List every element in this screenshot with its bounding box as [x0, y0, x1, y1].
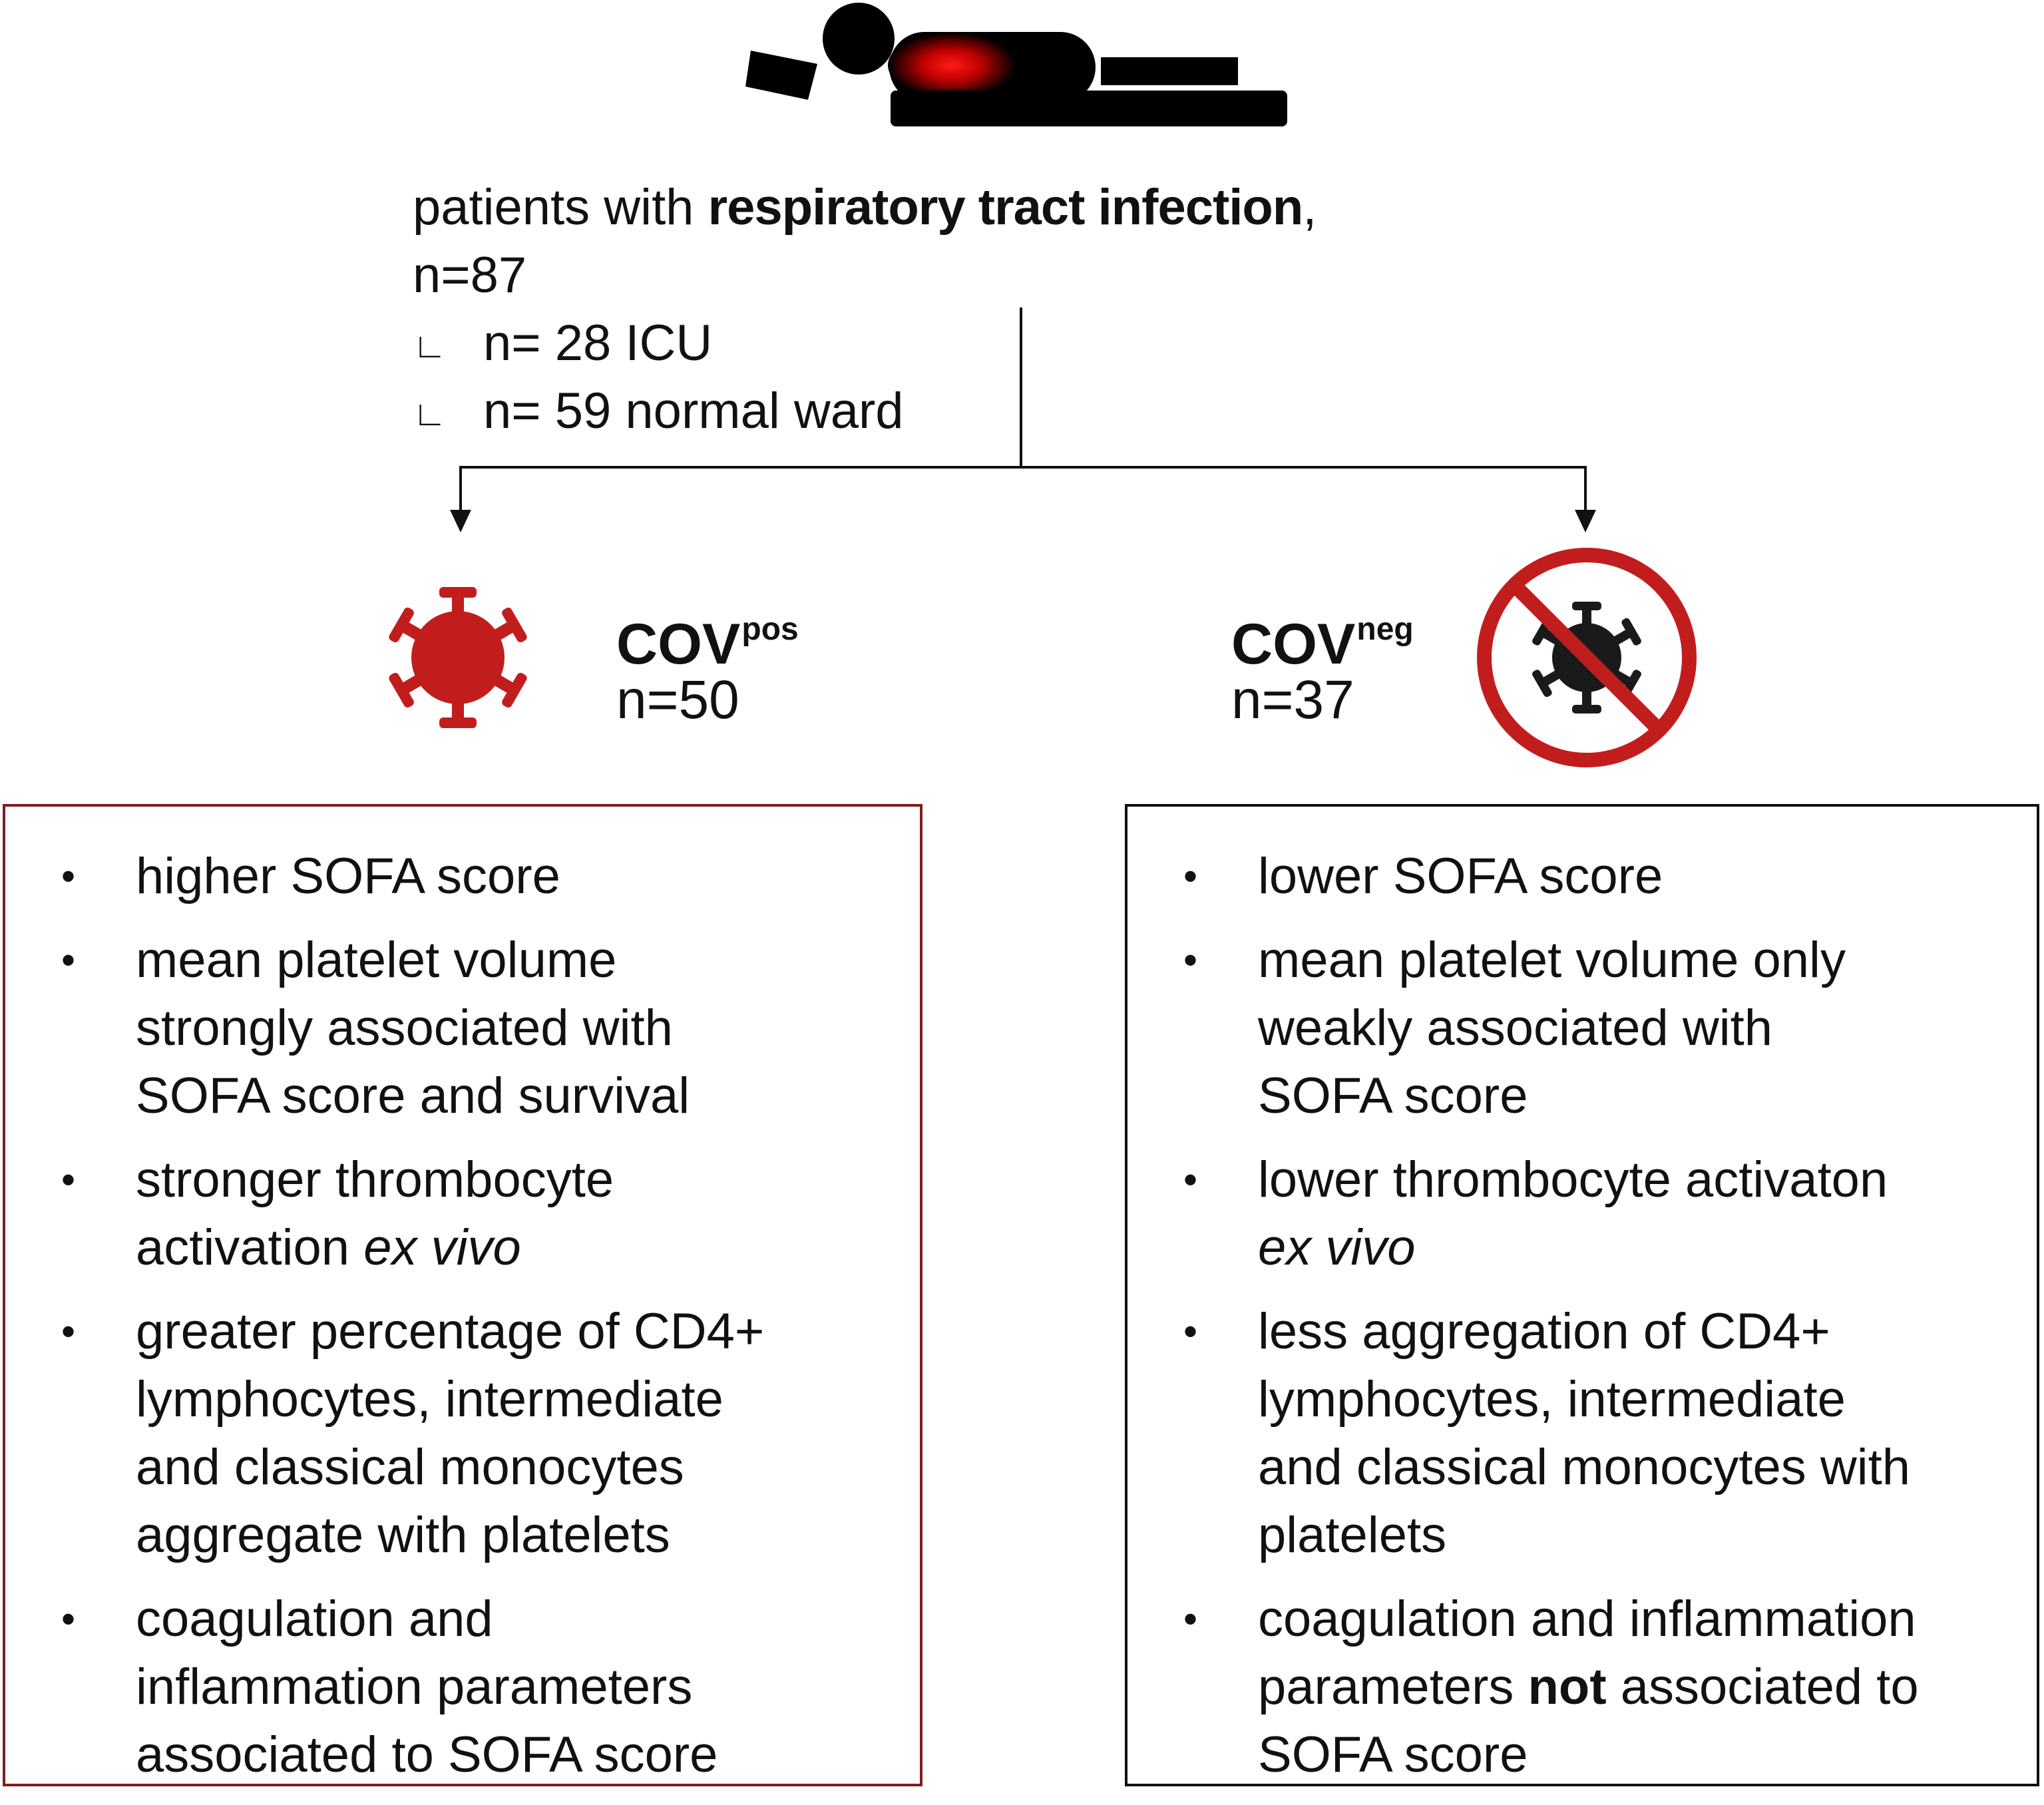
covneg-findings-box: • lower SOFA score • mean platelet volume o… [1125, 804, 2039, 1786]
bullet-dot: • [1183, 1597, 1198, 1641]
bullet-dot: • [61, 854, 76, 899]
title-suffix: , [1303, 179, 1317, 236]
finding-text-line: coagulation and inflammation [1258, 1591, 1916, 1647]
covpos-count: n=50 [616, 670, 739, 730]
covpos-label: COVpos [616, 596, 799, 678]
covpos-findings-box: • higher SOFA score • mean platelet volume s… [3, 804, 922, 1786]
finding-text-line: aggregate with platelets [136, 1507, 670, 1563]
covneg-findings-list: • lower SOFA score • mean platelet volume o… [1127, 843, 2037, 1805]
covneg-finding-item: • less aggregation of CD4+ lymphocytes, in… [1127, 1298, 2037, 1569]
covpos-findings-list: • higher SOFA score • mean platelet volume s… [5, 843, 920, 1805]
covneg-label: COVneg [1231, 596, 1414, 678]
finding-text-line: weakly associated with [1258, 1000, 1773, 1056]
patient-in-bed-icon [745, 3, 1287, 126]
finding-text-line: higher SOFA score [136, 848, 560, 904]
covpos-label-base: COV [616, 612, 741, 676]
finding-text-line: mean platelet volume only [1258, 932, 1846, 988]
bullet-dot: • [1183, 938, 1198, 982]
covneg-finding-item: • coagulation and inflammation parameters … [1127, 1585, 2037, 1789]
icu-count: n= 28 ICU [483, 315, 713, 371]
finding-text-line: and classical monocytes [136, 1439, 684, 1496]
finding-text-line: stronger thrombocyte [136, 1151, 614, 1208]
ward-count-row: ∟ n= 59 normal ward [413, 378, 904, 447]
bullet-dot: • [61, 1597, 76, 1641]
finding-text-line: SOFA score [1258, 1068, 1528, 1124]
covpos-finding-item: • higher SOFA score [5, 843, 920, 910]
finding-text-line: mean platelet volume [136, 932, 617, 988]
bullet-dot: • [61, 1309, 76, 1354]
covneg-label-sup: neg [1356, 612, 1414, 647]
icu-count-row: ∟ n= 28 ICU [413, 310, 712, 379]
bullet-dot: • [61, 938, 76, 982]
covpos-finding-item: • stronger thrombocyte activation ex vivo [5, 1146, 920, 1282]
finding-text-line: ex vivo [1258, 1219, 1416, 1276]
bullet-dot: • [1183, 854, 1198, 899]
arrow-to-covneg [1575, 510, 1596, 532]
covneg-finding-item: • lower thrombocyte activaton ex vivo [1127, 1146, 2037, 1282]
finding-text-line: lower thrombocyte activaton [1258, 1151, 1888, 1208]
finding-text-line: SOFA score and survival [136, 1068, 690, 1124]
subitem-mark: ∟ [413, 327, 447, 365]
finding-text-line: strongly associated with [136, 1000, 673, 1056]
subitem-mark: ∟ [413, 395, 447, 433]
finding-text-line: and classical monocytes with [1258, 1439, 1910, 1496]
covpos-label-sup: pos [741, 612, 799, 647]
title-bold: respiratory tract infection [708, 179, 1304, 236]
bullet-dot: • [1183, 1309, 1198, 1354]
finding-text-line: lymphocytes, intermediate [136, 1371, 723, 1428]
finding-text-line: inflammation parameters [136, 1659, 693, 1715]
title-prefix: patients with [413, 179, 694, 236]
covpos-finding-item: • mean platelet volume strongly associated… [5, 926, 920, 1130]
finding-text-line: coagulation and [136, 1591, 493, 1647]
no-virus-icon [1477, 548, 1697, 767]
finding-text-line: greater percentage of CD4+ [136, 1303, 765, 1360]
total-count: n=87 [413, 247, 527, 303]
finding-text-line: activation ex vivo [136, 1219, 521, 1276]
bullet-dot: • [61, 1157, 76, 1202]
study-title: patients with respiratory tract infectio… [413, 174, 1317, 241]
finding-text-line: lymphocytes, intermediate [1258, 1371, 1846, 1428]
virus-icon [387, 587, 528, 728]
covpos-finding-item: • greater percentage of CD4+ lymphocytes, … [5, 1298, 920, 1569]
arrow-to-covpos [450, 510, 471, 532]
covneg-label-base: COV [1231, 612, 1356, 676]
finding-text-line: associated to SOFA score [136, 1726, 718, 1783]
covpos-finding-item: • coagulation and inflammation parameters a… [5, 1585, 920, 1789]
flow-connector [459, 307, 1587, 511]
ward-count: n= 59 normal ward [483, 383, 904, 439]
finding-text-line: less aggregation of CD4+ [1258, 1303, 1830, 1360]
covneg-finding-item: • lower SOFA score [1127, 843, 2037, 910]
finding-text-line: parameters not associated to [1258, 1659, 1919, 1715]
finding-text-line: SOFA score [1258, 1726, 1528, 1783]
finding-text-line: platelets [1258, 1507, 1447, 1563]
covneg-count: n=37 [1231, 670, 1354, 730]
finding-text-line: lower SOFA score [1258, 848, 1663, 904]
covneg-finding-item: • mean platelet volume only weakly associa… [1127, 926, 2037, 1130]
bullet-dot: • [1183, 1157, 1198, 1202]
